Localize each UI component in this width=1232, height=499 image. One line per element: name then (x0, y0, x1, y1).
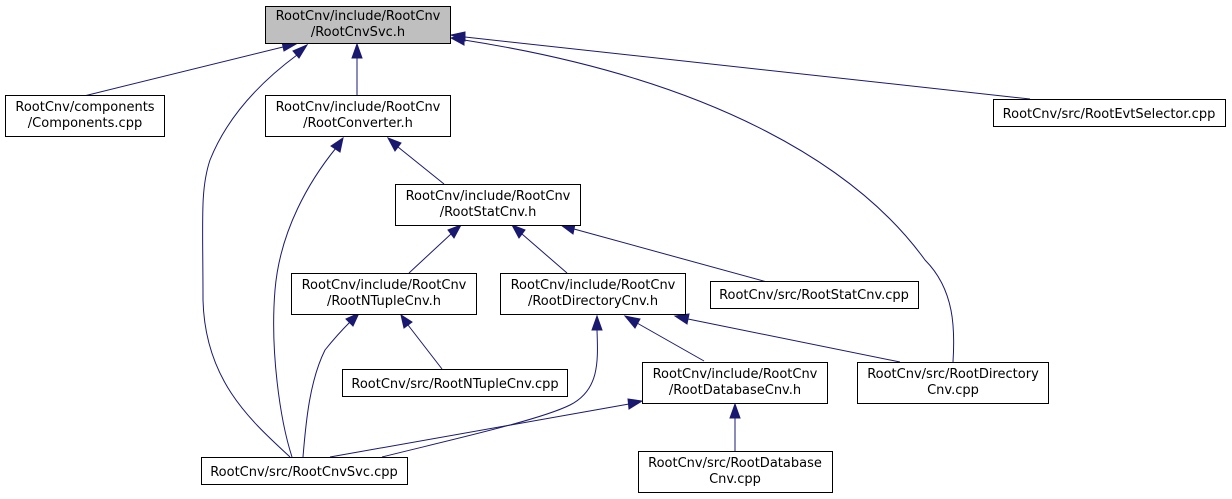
node-label-line2: /Components.cpp (28, 116, 142, 131)
edge-dircnv-h-to-statcnv-h (510, 224, 568, 274)
node-rootcnvsvc-h: RootCnv/include/RootCnv /RootCnvSvc.h (265, 6, 451, 44)
edge-evtselector-to-root (449, 31, 1031, 100)
node-rootconverter-h[interactable]: RootCnv/include/RootCnv /RootConverter.h (265, 95, 451, 137)
edge-dircnv-cpp-to-dircnv-h (673, 313, 901, 363)
node-label: RootCnv/src/RootNTupleCnv.cpp (351, 377, 558, 392)
node-rootcnvsvc-cpp[interactable]: RootCnv/src/RootCnvSvc.cpp (201, 457, 408, 485)
node-label-line1: RootCnv/include/RootCnv (276, 9, 441, 24)
node-label-line2: /RootDirectoryCnv.h (528, 294, 658, 309)
node-label-line1: RootCnv/src/RootDirectory (867, 367, 1039, 382)
node-components-cpp[interactable]: RootCnv/components /Components.cpp (5, 95, 165, 137)
node-label-line2: /RootStatCnv.h (440, 205, 537, 220)
node-label: RootCnv/src/RootCnvSvc.cpp (210, 465, 398, 480)
node-label-line1: RootCnv/components (15, 100, 154, 115)
node-label-line1: RootCnv/include/RootCnv (406, 189, 571, 204)
edge-cnvsvc-to-root (202, 43, 309, 458)
node-rootevtselector-cpp[interactable]: RootCnv/src/RootEvtSelector.cpp (993, 99, 1226, 127)
edge-dbcnv-h-to-dircnv-h (623, 315, 705, 362)
node-rootstatcnv-h[interactable]: RootCnv/include/RootCnv /RootStatCnv.h (395, 184, 581, 226)
node-label: RootCnv/src/RootEvtSelector.cpp (1003, 107, 1216, 122)
node-label-line2: Cnv.cpp (927, 383, 979, 398)
edge-components-to-root (83, 41, 298, 97)
edge-converter-to-root (351, 42, 363, 95)
node-rootdirectorycnv-h[interactable]: RootCnv/include/RootCnv /RootDirectoryCn… (500, 273, 686, 315)
node-rootdatabasecnv-cpp[interactable]: RootCnv/src/RootDatabase Cnv.cpp (638, 451, 833, 493)
edge-ntuplecnv-h-to-statcnv-h (408, 224, 463, 274)
node-label-line1: RootCnv/include/RootCnv (276, 100, 441, 115)
node-label-line1: RootCnv/include/RootCnv (511, 278, 676, 293)
node-label-line2: /RootNTupleCnv.h (327, 294, 441, 309)
node-rootdatabasecnv-h[interactable]: RootCnv/include/RootCnv /RootDatabaseCnv… (642, 362, 828, 404)
edge-cnvsvc-to-converter (273, 136, 344, 458)
node-rootntuplecnv-cpp[interactable]: RootCnv/src/RootNTupleCnv.cpp (342, 369, 568, 397)
edge-dircnv-cpp-to-root (449, 34, 955, 363)
node-rootdirectorycnv-cpp[interactable]: RootCnv/src/RootDirectory Cnv.cpp (857, 362, 1049, 404)
edge-ntuplecnv-cpp-to-ntuplecnv-h (400, 313, 443, 370)
node-label-line2: /RootCnvSvc.h (311, 25, 405, 40)
node-label: RootCnv/src/RootStatCnv.cpp (719, 288, 909, 303)
node-rootntuplecnv-h[interactable]: RootCnv/include/RootCnv /RootNTupleCnv.h (291, 273, 477, 315)
node-label-line1: RootCnv/include/RootCnv (302, 278, 467, 293)
node-label-line1: RootCnv/include/RootCnv (653, 367, 818, 382)
node-label-line2: /RootConverter.h (303, 116, 413, 131)
edge-cnvsvc-to-dircnv-h (381, 314, 603, 458)
node-rootstatcnv-cpp[interactable]: RootCnv/src/RootStatCnv.cpp (710, 281, 919, 309)
node-label-line2: Cnv.cpp (709, 472, 761, 487)
edge-dbcnv-cpp-to-dbcnv-h (729, 402, 741, 452)
edge-cnvsvc-to-dbcnv-h (329, 398, 644, 458)
edge-statcnv-h-to-converter (386, 137, 445, 185)
node-label-line1: RootCnv/src/RootDatabase (648, 456, 822, 471)
node-label-line2: /RootDatabaseCnv.h (669, 383, 801, 398)
edge-cnvsvc-to-ntuplecnv-h (302, 311, 361, 458)
